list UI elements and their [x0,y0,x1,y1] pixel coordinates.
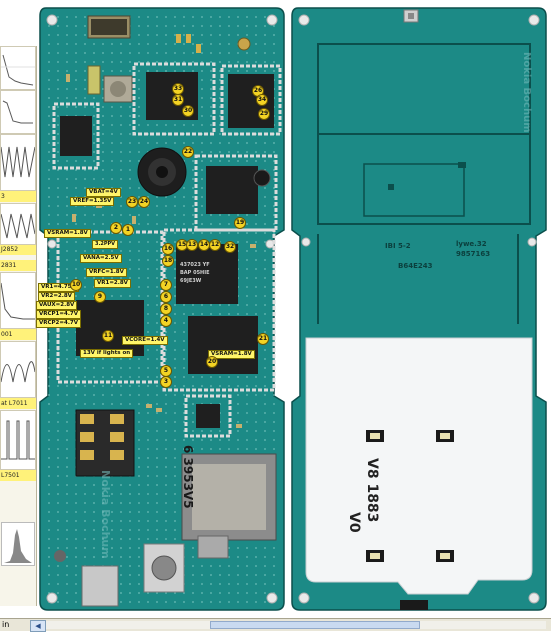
test-point-22: 22 [182,146,194,158]
spectrum-histogram [1,522,35,566]
test-point-7: 7 [160,279,172,291]
pcb-code-4: B64E243 [398,262,433,270]
vrcp1-label: VRCP1=4.7V [36,310,81,319]
vr1-label: VR1=2.8V [94,279,131,288]
pcb-code-3: 9857163 [456,250,491,258]
waveform-7 [0,410,36,470]
chip-marking-3: 69JE3W [180,278,202,284]
scope-captures-panel: 3 J2852 2831 001 at L7011 L7501 [0,46,37,606]
ppv-label: 3.2PPV [92,240,119,249]
capture-label-2: J2852 [0,244,36,255]
flex-marking-1: V8 1883 [364,458,380,523]
test-point-12: 12 [209,239,221,251]
capture-label-4: 001 [0,329,36,340]
capture-label-1: 3 [0,191,36,202]
waveform-6 [0,341,36,398]
sim-holder-marking: 6 3953V5 [181,445,195,509]
board-watermark-left: Nokia Bochum [99,470,112,559]
test-point-34: 34 [256,94,268,106]
board-watermark-right: Nokia Bochum [521,52,532,133]
test-point-6: 6 [160,291,172,303]
test-point-8: 8 [160,303,172,315]
capture-label-3: 2831 [0,260,36,271]
vaux-label: VAUX=2.8V [36,301,78,310]
flex-marking-2: V0 [346,512,362,533]
waveform-5 [0,272,36,329]
scroll-thumb[interactable] [210,621,420,629]
test-point-11: 11 [102,330,114,342]
vcore-label: VCORE=1.4V [122,336,168,345]
test-point-20: 20 [206,356,218,368]
test-point-16: 16 [162,243,174,255]
test-point-3: 3 [160,376,172,388]
status-text: in [2,620,10,629]
chip-marking-1: 437023 YF [180,262,210,268]
scroll-left-arrow-icon[interactable]: ◀ [30,620,46,632]
test-point-1: 1 [122,224,134,236]
test-point-10: 10 [70,279,82,291]
pcb-code-1: IBI 5-2 [385,242,411,250]
vsram-label-1: VSRAM=1.8V [44,229,91,238]
vrcp2-label: VRCP2=4.7V [36,319,81,328]
waveform-4 [0,203,36,245]
vrfc-label: VRFC=1.8V [86,268,127,277]
horizontal-scrollbar[interactable]: in ◀ [0,618,551,632]
test-point-19: 19 [234,217,246,229]
test-point-9: 9 [94,291,106,303]
test-point-13: 13 [186,239,198,251]
waveform-3 [0,134,36,191]
test-point-24: 24 [138,196,150,208]
capture-label-6: L7501 [0,470,36,481]
test-point-32: 32 [224,241,236,253]
vsram-label-2: VSRAM=1.8V [208,350,255,359]
waveform-1 [0,46,36,90]
capture-label-5: at L7011 [0,398,36,409]
pcb-keypad-side [291,7,547,611]
vbat-label: VBAT=4V [86,188,121,197]
test-point-4: 4 [160,315,172,327]
test-point-18: 18 [162,255,174,267]
test-point-29: 29 [258,108,270,120]
lights-label: 13V if lights on [80,349,134,358]
test-point-30: 30 [182,105,194,117]
test-point-23: 23 [126,196,138,208]
vana-label: VANA=2.5V [80,254,122,263]
chip-marking-2: BAP 05HIE [180,270,210,276]
pcb-code-2: lywe.32 [456,240,487,248]
vr2-label: VR2=2.8V [38,292,75,301]
test-point-2: 2 [110,222,122,234]
test-point-31: 31 [172,94,184,106]
test-point-21: 21 [257,333,269,345]
vref-label: VREF=1.35V [70,197,115,206]
waveform-2 [0,90,36,134]
